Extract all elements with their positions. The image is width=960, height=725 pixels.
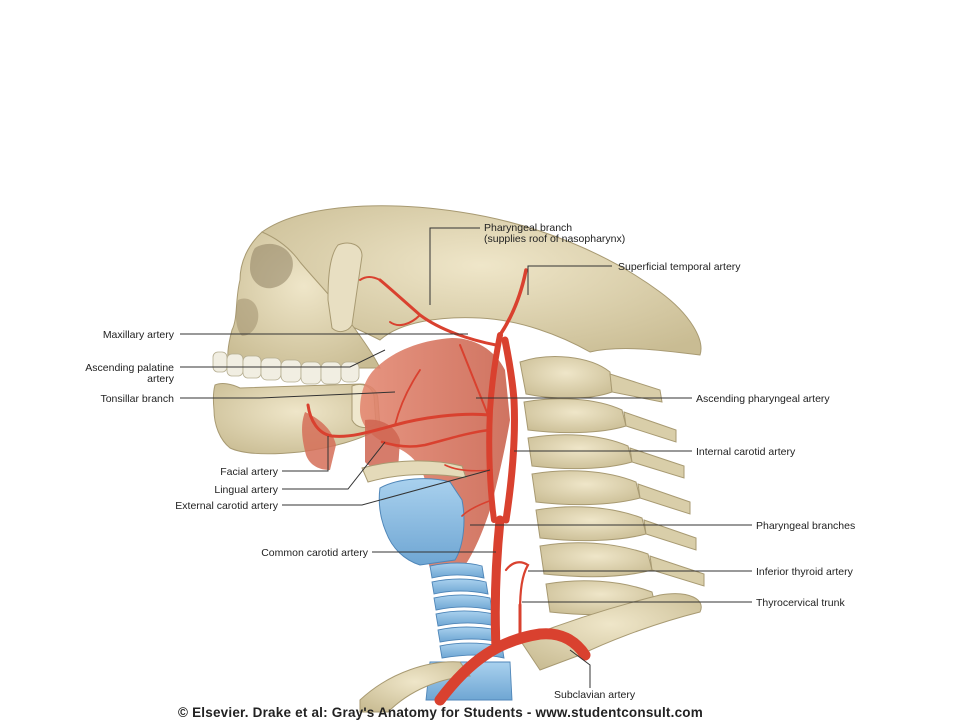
label-maxillary-artery: Maxillary artery	[102, 329, 174, 341]
label-ascending-palatine-line1: Ascending palatine	[85, 362, 174, 374]
nasal-cavity	[235, 298, 259, 336]
subclavian-vessel	[434, 628, 591, 706]
label-pharyngeal-branch-note: (supplies roof of nasopharynx)	[484, 233, 626, 245]
first-rib	[359, 661, 471, 713]
arteries	[306, 268, 591, 706]
label-ascending-palatine-line2: artery	[147, 373, 174, 385]
label-pharyngeal-branch: Pharyngeal branch	[484, 222, 573, 234]
common-carotid-vessel	[490, 515, 505, 653]
label-inferior-thyroid-artery: Inferior thyroid artery	[756, 566, 853, 578]
label-facial-artery: Facial artery	[220, 466, 278, 478]
label-internal-carotid-artery: Internal carotid artery	[696, 446, 796, 458]
label-lingual-artery: Lingual artery	[214, 484, 278, 496]
label-ascending-pharyngeal-artery: Ascending pharyngeal artery	[696, 393, 830, 405]
label-external-carotid-artery: External carotid artery	[175, 500, 278, 512]
leader-lines	[180, 227, 752, 688]
spinous-processes	[609, 373, 705, 587]
facial-vessel	[306, 403, 492, 438]
label-tonsillar-branch: Tonsillar branch	[100, 393, 174, 405]
label-superficial-temporal-artery: Superficial temporal artery	[618, 261, 741, 273]
ascending-pharyngeal-vessel	[459, 344, 491, 421]
copyright-footer: © Elsevier. Drake et al: Gray's Anatomy …	[178, 705, 703, 720]
hyoid-bone	[361, 460, 467, 483]
label-subclavian-artery: Subclavian artery	[554, 689, 636, 701]
thyroid-cartilage	[378, 478, 465, 566]
label-common-carotid-artery: Common carotid artery	[261, 547, 368, 559]
superficial-temporal-vessel	[498, 268, 528, 337]
inferior-thyroid-vessel	[504, 561, 530, 614]
clavicle	[519, 593, 702, 671]
external-carotid-vessel	[486, 332, 503, 523]
orbit	[250, 243, 293, 289]
label-thyrocervical-trunk: Thyrocervical trunk	[756, 597, 845, 609]
pharyngeal-muscles	[360, 338, 510, 572]
lingual-vessel	[380, 428, 492, 448]
label-pharyngeal-branches: Pharyngeal branches	[756, 520, 856, 532]
internal-carotid-vessel	[501, 336, 519, 524]
pterygoid-plate	[327, 242, 363, 333]
